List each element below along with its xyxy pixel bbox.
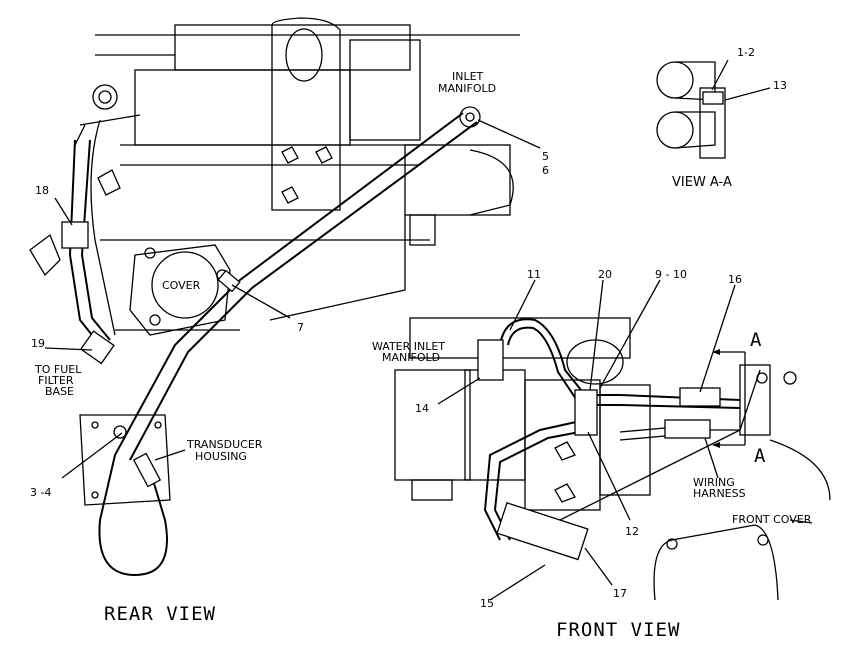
part-14: 14	[415, 402, 429, 415]
view-aa-title: VIEW A-A	[672, 175, 732, 190]
section-a-bottom: A	[754, 445, 766, 467]
to-fuel-label-2: FILTER	[38, 374, 74, 387]
front-cover-label: FRONT COVER	[732, 513, 812, 526]
inlet-manifold-label-2: MANIFOLD	[438, 82, 496, 95]
part-17: 17	[613, 587, 627, 600]
part-numbers: 1-2 13 5 6 18 7 19 3 -4 11 20 9 - 10 16 …	[30, 46, 787, 610]
callout-labels: INLET MANIFOLD TO FUEL FILTER BASE TRANS…	[34, 70, 812, 526]
part-1-2: 1-2	[737, 46, 755, 59]
wiring-harness-label-2: HARNESS	[693, 487, 746, 500]
part-12: 12	[625, 525, 639, 538]
part-9-10: 9 - 10	[655, 268, 687, 281]
view-titles: REAR VIEW FRONT VIEW VIEW A-A	[104, 175, 732, 641]
part-20: 20	[598, 268, 612, 281]
water-inlet-label-2: MANIFOLD	[382, 351, 440, 364]
part-7: 7	[297, 321, 304, 334]
view-aa-detail	[656, 61, 726, 159]
part-19: 19	[31, 337, 45, 350]
cover-plate: COVER	[129, 244, 231, 336]
to-fuel-label-3: BASE	[45, 385, 74, 398]
rear-view-engine	[74, 17, 520, 336]
part-13: 13	[773, 79, 787, 92]
wiring-harness-label-1: WIRING	[693, 476, 735, 489]
part-18: 18	[35, 184, 49, 197]
transducer-label-2: HOUSING	[195, 450, 247, 463]
front-view-title: FRONT VIEW	[556, 619, 680, 641]
cover-label: COVER	[162, 279, 201, 292]
part-6: 6	[542, 164, 549, 177]
front-view-engine	[394, 317, 831, 541]
transducer-label-1: TRANSDUCER	[186, 438, 263, 451]
inlet-manifold-label-1: INLET	[452, 70, 484, 83]
leader-lines	[44, 59, 813, 601]
section-a-top: A	[750, 329, 762, 351]
part-5: 5	[542, 150, 549, 163]
to-fuel-label-1: TO FUEL	[34, 363, 82, 376]
part-16: 16	[728, 273, 742, 286]
section-marks: A A	[712, 329, 766, 467]
part-11: 11	[527, 268, 541, 281]
water-inlet-label-1: WATER INLET	[372, 340, 445, 353]
part-15: 15	[480, 597, 494, 610]
front-cover-outline	[653, 524, 779, 601]
rear-view-title: REAR VIEW	[104, 603, 216, 625]
front-hoses	[477, 318, 741, 561]
fuel-hose	[29, 139, 115, 365]
part-3-4: 3 -4	[30, 486, 51, 499]
transducer-housing	[79, 414, 171, 506]
